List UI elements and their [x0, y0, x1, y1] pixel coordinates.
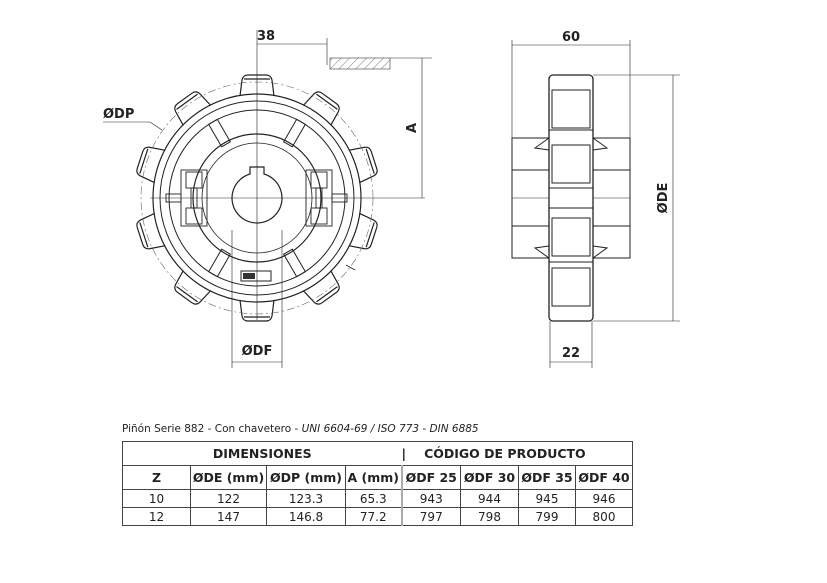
table-row: 10 122 123.3 65.3 943 944 945 946: [122, 489, 633, 508]
sprocket-tooth: [348, 146, 378, 184]
cell: 123.3: [266, 489, 346, 508]
spoke: [207, 248, 232, 278]
technical-drawing: 38 A ØDP ØDF 60 ØDE 22: [103, 29, 680, 368]
caption-title: Piñón Serie 882 - Con chavetero -: [122, 423, 302, 435]
spokes: [207, 118, 307, 278]
col-header: ØDF 30: [460, 465, 519, 490]
cell: 77.2: [345, 507, 402, 526]
cell: 943: [400, 489, 461, 508]
cell: 147: [190, 507, 267, 526]
sprocket-side-view: [511, 40, 680, 368]
cell: 798: [460, 507, 519, 526]
dimension-de: ØDE: [656, 183, 671, 214]
shaft-section-hatch: [329, 57, 391, 70]
sprocket-front-view: [103, 30, 432, 368]
group-header-row: DIMENSIONES |CÓDIGO DE PRODUCTO: [122, 441, 633, 466]
dimension-22: 22: [562, 346, 580, 361]
logo-plate: [240, 270, 272, 282]
cell: 800: [575, 507, 633, 526]
spoke: [282, 248, 307, 278]
col-header: ØDF 25: [400, 465, 461, 490]
table-row: 12 147 146.8 77.2 797 798 799 800: [122, 507, 633, 526]
column-header-row: Z ØDE (mm) ØDP (mm) A (mm) ØDF 25 ØDF 30…: [122, 465, 633, 490]
cell: 122: [190, 489, 267, 508]
spoke: [282, 118, 307, 148]
spoke: [207, 118, 232, 148]
dimension-60: 60: [562, 30, 580, 45]
dimension-df: ØDF: [242, 344, 273, 359]
group-product-code: |CÓDIGO DE PRODUCTO: [401, 441, 633, 466]
cell: 797: [400, 507, 461, 526]
col-header: A (mm): [345, 465, 402, 490]
caption-standards: UNI 6604-69 / ISO 773 - DIN 6885: [301, 423, 479, 435]
col-header: ØDP (mm): [266, 465, 346, 490]
col-header: ØDF 40: [575, 465, 633, 490]
sprocket-tooth: [174, 91, 212, 126]
sprocket-teeth: [136, 74, 378, 322]
dimensions-table: DIMENSIONES |CÓDIGO DE PRODUCTO Z ØDE (m…: [122, 441, 633, 526]
col-header: Z: [122, 465, 191, 490]
caption: Piñón Serie 882 - Con chavetero - UNI 66…: [122, 423, 479, 435]
sprocket-tooth: [136, 212, 166, 250]
cell: 946: [575, 489, 633, 508]
dimension-38: 38: [257, 29, 275, 44]
cell: 65.3: [345, 489, 402, 508]
dimension-a: A: [405, 123, 420, 133]
logo-mark: [243, 273, 255, 279]
col-header: ØDF 35: [518, 465, 576, 490]
sprocket-tooth: [136, 146, 166, 184]
cell: 12: [122, 507, 191, 526]
group-dimensions: DIMENSIONES: [122, 441, 402, 466]
cell: 945: [518, 489, 576, 508]
dimension-dp: ØDP: [103, 107, 134, 122]
sprocket-tooth: [348, 212, 378, 250]
cell: 944: [460, 489, 519, 508]
cell: 10: [122, 489, 191, 508]
sprocket-tooth: [302, 91, 340, 126]
sprocket-rim: [548, 74, 594, 322]
col-header: ØDE (mm): [190, 465, 267, 490]
sprocket-tooth: [174, 270, 212, 305]
cell: 799: [518, 507, 576, 526]
sprocket-tooth: [302, 270, 340, 305]
cell: 146.8: [266, 507, 346, 526]
